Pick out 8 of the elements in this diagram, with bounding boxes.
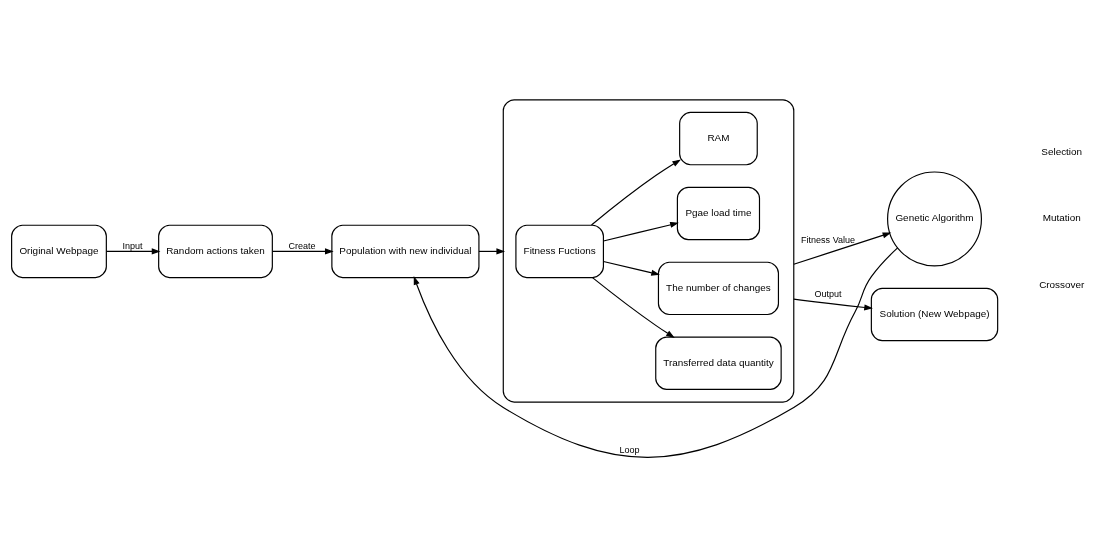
edge-label: Input [122,240,143,251]
label: Mutation [1042,211,1081,223]
edge-label: Fitness Value [801,234,856,245]
label: Crossover [1039,278,1085,290]
label: Selection [1041,145,1083,157]
edge-label: Loop [619,444,640,455]
edge-label: Create [288,240,316,251]
edge-label: Output [814,288,842,299]
